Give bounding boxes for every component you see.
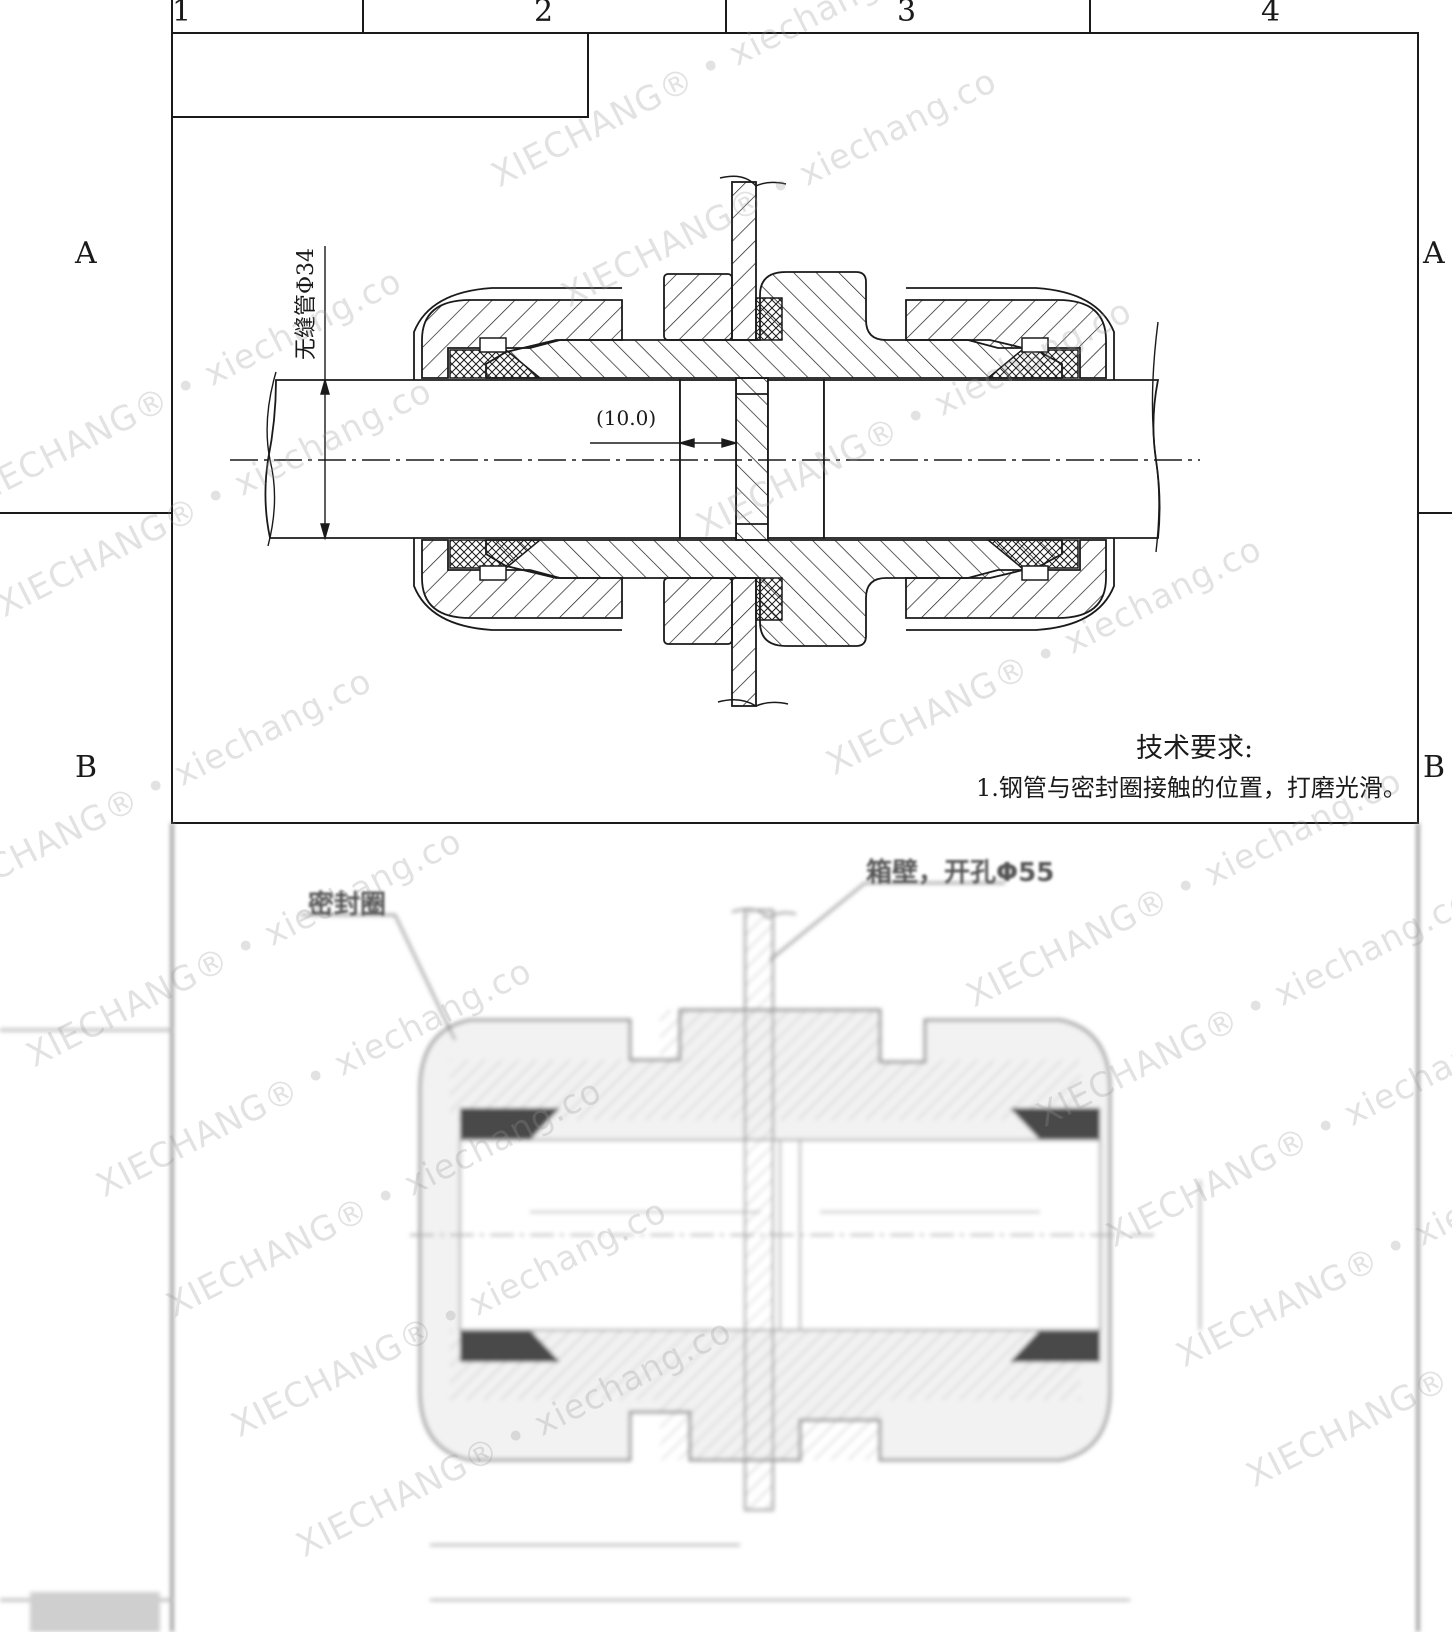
tech-requirements-line: 1.钢管与密封圈接触的位置，打磨光滑。 [976, 774, 1407, 802]
gap-dimension-label: (10.0) [596, 406, 657, 430]
zone-row-b-right: B [1423, 750, 1446, 785]
right-cap-nut-section [905, 287, 1115, 631]
pipe-break-line [266, 371, 277, 547]
zone-column-2: 2 [534, 0, 554, 29]
pipe-label: 无缝管Φ34 [294, 247, 319, 360]
zone-column-4: 4 [1261, 0, 1281, 29]
zone-row-a-right: A [1423, 236, 1445, 271]
zone-row-a-left: A [75, 236, 97, 271]
drawing-frame [0, 0, 1452, 824]
tech-requirements-title: 技术要求: [1136, 733, 1254, 764]
zone-row-b-left: B [75, 750, 98, 785]
product-render [0, 823, 1420, 1632]
pipe-diameter-dimension [320, 246, 330, 541]
zone-column-1: 1 [172, 0, 192, 29]
box-wall-label: 箱壁，开孔Φ55 [866, 858, 1055, 888]
seal-ring-label: 密封圈 [308, 890, 387, 920]
gap-dimension [590, 430, 739, 452]
zone-column-3: 3 [897, 0, 917, 29]
lock-nut-section [663, 273, 733, 645]
seal-ring-section [449, 337, 1079, 581]
seamless-pipe [264, 379, 1161, 539]
left-cap-nut-section [413, 287, 623, 631]
wall-washer [755, 297, 783, 621]
section-view [230, 175, 1200, 707]
